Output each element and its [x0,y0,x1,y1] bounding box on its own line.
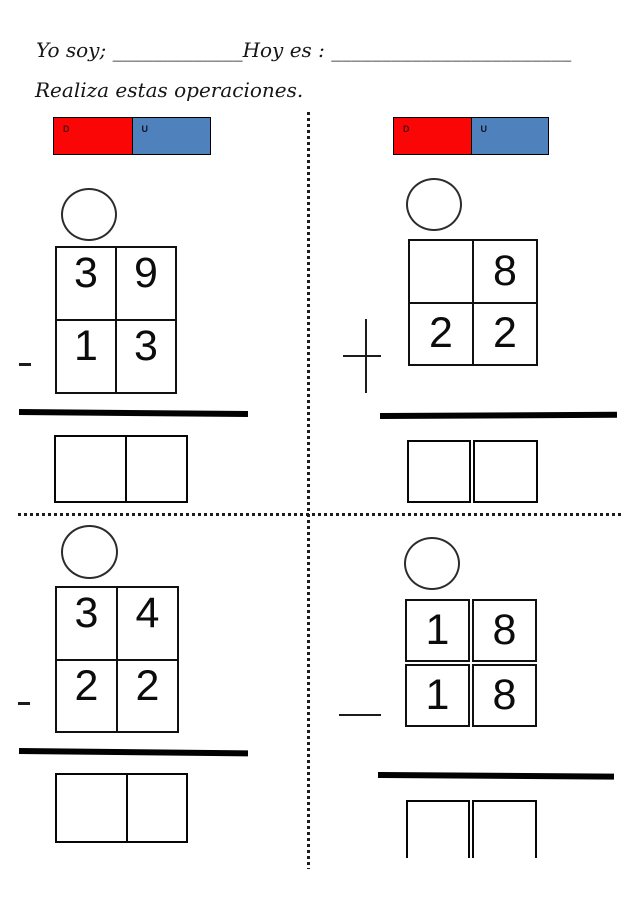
p1-minuend-tens: 3 [56,247,116,320]
p3-result-line [18,748,249,757]
p4-answer-boxes [406,800,537,858]
p4-digit-grid: 1 8 1 8 [405,599,537,727]
p3-answer-tens[interactable] [55,773,128,843]
p1-result-line [18,409,249,417]
p3-minuend-tens: 3 [56,587,117,660]
p1-tens-label: D [53,117,133,155]
p2-tens-label: D [393,117,472,155]
p3-subtrahend-tens: 2 [56,659,117,732]
p2-addend2-tens: 2 [409,302,473,365]
instruction-text: Realiza estas operaciones. [35,78,304,102]
p2-addend1-tens[interactable] [409,240,473,303]
p1-subtrahend-units: 3 [116,320,176,393]
p4-carry-circle[interactable] [404,537,460,590]
p3-subtrahend-units: 2 [117,659,178,732]
horizontal-dotted-divider [18,513,621,516]
p4-minus-sign [339,714,381,716]
p3-answer-units[interactable] [126,773,188,843]
p2-addend1-units: 8 [473,240,537,303]
vertical-dotted-divider [307,112,310,869]
p2-units-label: U [470,117,549,155]
p3-carry-circle[interactable] [61,525,118,579]
p1-answer-units[interactable] [125,435,188,503]
p2-result-line [379,411,618,419]
p4-subtrahend-units: 8 [472,664,537,727]
p1-carry-circle[interactable] [61,188,117,241]
p2-answer-units[interactable] [473,440,538,503]
name-date-line: Yo soy; _____________Hoy es : __________… [36,38,572,62]
p1-minus-sign [19,363,31,366]
p4-result-line [377,772,615,780]
p1-digit-grid: 3 9 1 3 [55,246,177,394]
p1-answer-boxes [54,435,188,503]
p1-subtrahend-tens: 1 [56,320,116,393]
p4-subtrahend-tens: 1 [405,664,470,727]
p3-minuend-units: 4 [117,587,178,660]
p3-digit-grid: 3 4 2 2 [55,586,179,733]
p4-minuend-tens: 1 [405,599,470,662]
p1-minuend-units: 9 [116,247,176,320]
p2-answer-tens[interactable] [407,440,471,503]
p1-answer-tens[interactable] [54,435,127,503]
p4-answer-tens[interactable] [406,800,470,858]
p3-minus-sign [18,702,30,705]
p1-units-label: U [131,117,211,155]
p2-digit-grid: 8 2 2 [408,239,538,366]
p4-minuend-units: 8 [472,599,537,662]
p2-addend2-units: 2 [473,302,537,365]
p2-answer-boxes [407,440,538,503]
p1-place-value-header: D U [53,117,212,155]
p2-carry-circle[interactable] [406,178,462,231]
p4-answer-units[interactable] [472,800,537,858]
p2-place-value-header: D U [393,117,550,155]
p3-answer-boxes [55,773,188,843]
p2-plus-sign-horizontal [343,355,381,357]
